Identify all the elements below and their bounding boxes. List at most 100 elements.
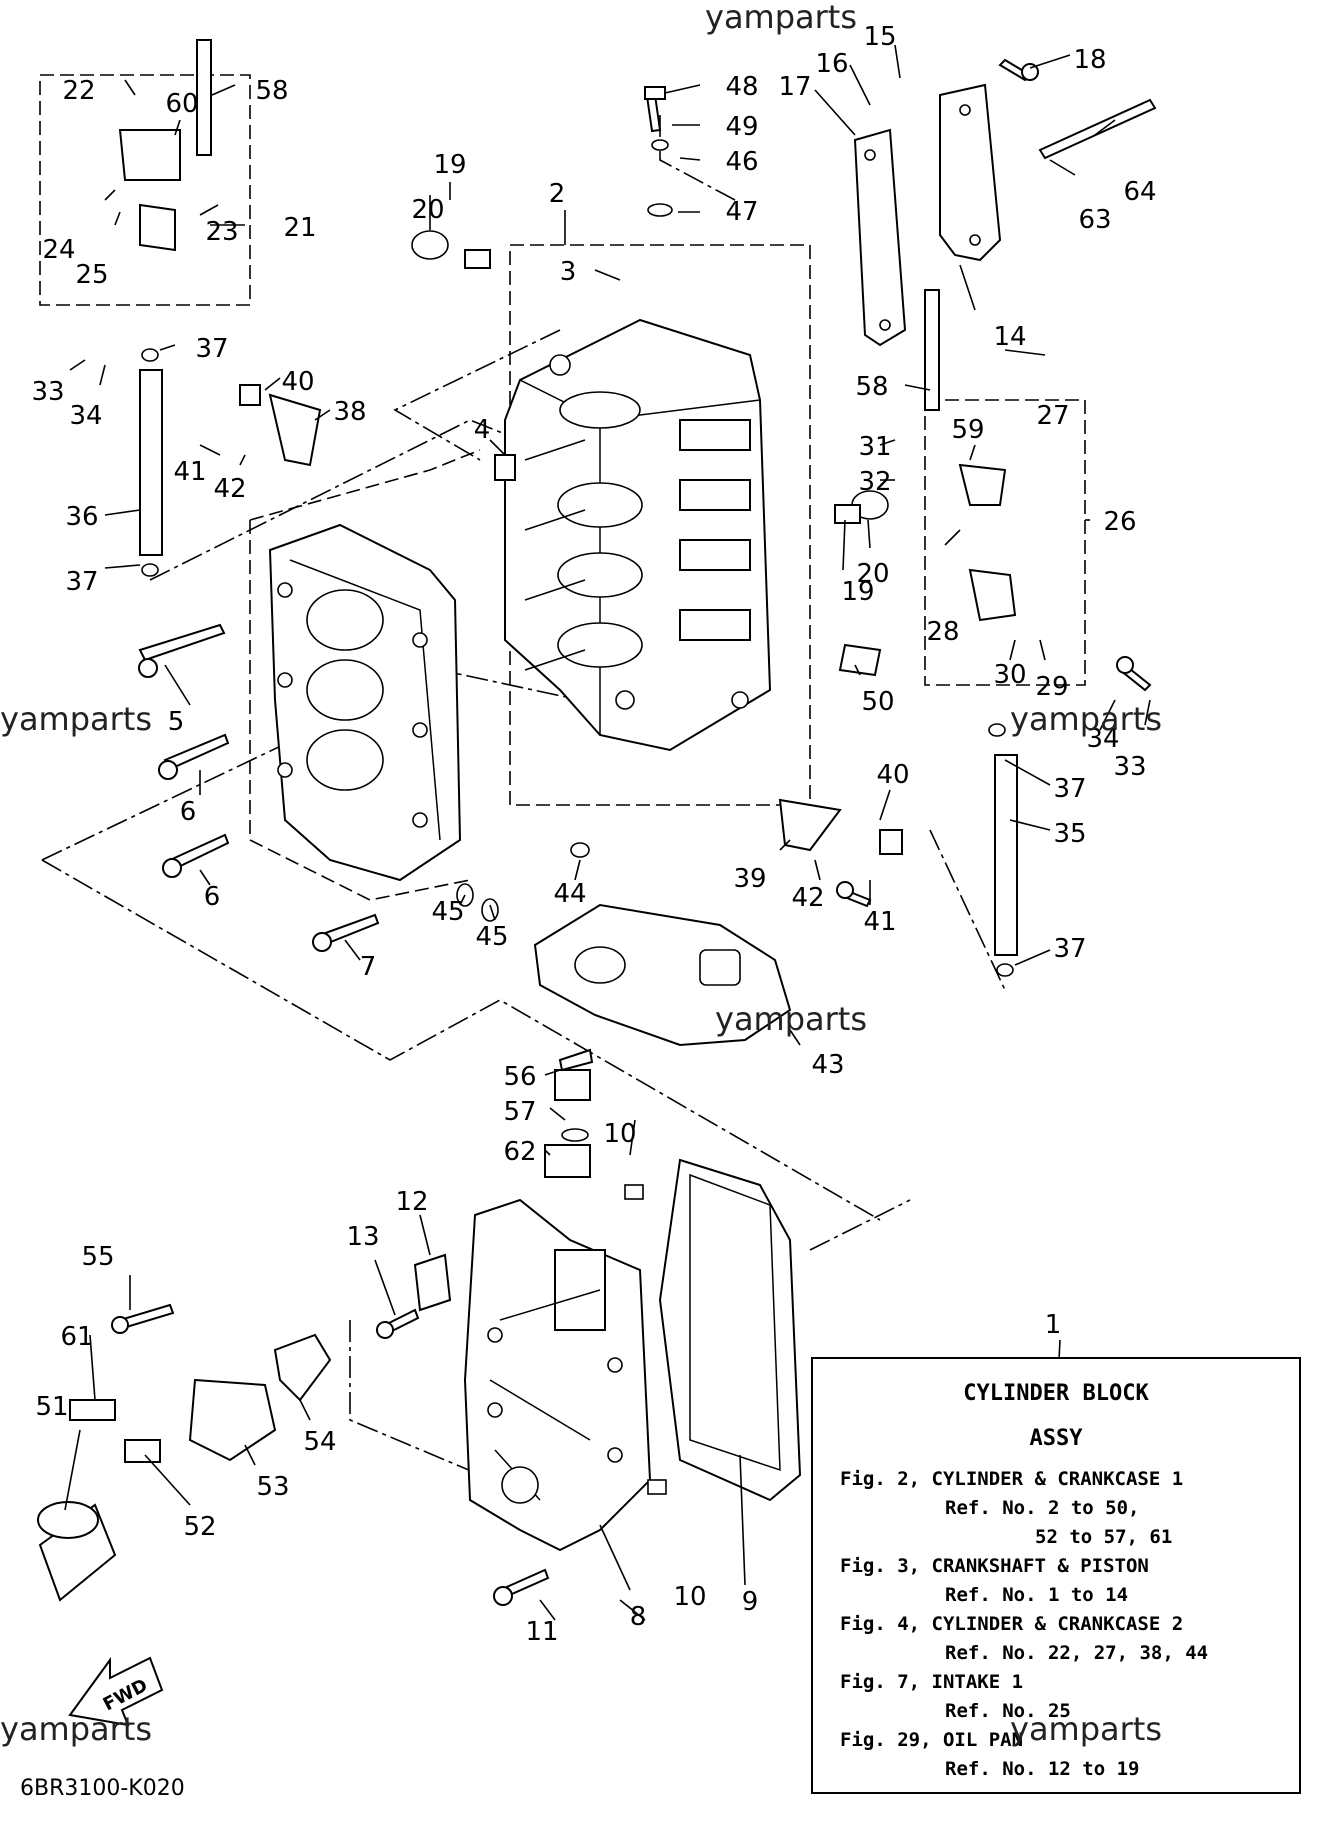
callout-label: 57: [503, 1097, 536, 1127]
callout-label: 56: [503, 1062, 536, 1092]
callout-label: 64: [1123, 177, 1156, 207]
callout-label: 5: [168, 707, 185, 737]
dashed-boxes: [39, 74, 1086, 901]
watermark: yamparts: [715, 1000, 867, 1038]
assy-line: Fig. 7, INTAKE 1: [840, 1671, 1023, 1693]
callout-label: 42: [213, 474, 246, 504]
callout-label: 18: [1073, 45, 1106, 75]
callout-label: 20: [856, 559, 889, 589]
callout-label: 33: [1113, 752, 1146, 782]
callout-label: 41: [173, 457, 206, 487]
callout-label: 10: [603, 1119, 636, 1149]
callout-label: 50: [861, 687, 894, 717]
watermark: yamparts: [1010, 1710, 1162, 1748]
callout-label: 37: [65, 567, 98, 597]
callout-label: 46: [725, 147, 758, 177]
callout-label: 40: [876, 760, 909, 790]
callout-label: 7: [360, 952, 377, 982]
callout-label: 39: [733, 864, 766, 894]
assy-line: Ref. No. 12 to 19: [945, 1758, 1139, 1780]
callout-label: 16: [815, 49, 848, 79]
assy-line: Fig. 29, OIL PAN: [840, 1729, 1023, 1751]
assy-line: Fig. 3, CRANKSHAFT & PISTON: [840, 1555, 1149, 1577]
assy-info-box: CYLINDER BLOCK ASSY Fig. 2, CYLINDER & C…: [811, 1357, 1301, 1794]
cylinder-block: [504, 318, 772, 752]
callout-label: 19: [841, 577, 874, 607]
callout-label: 35: [1053, 819, 1086, 849]
callout-label: 54: [303, 1427, 336, 1457]
callout-label: 11: [525, 1617, 558, 1647]
callout-label: 59: [951, 415, 984, 445]
callout-label: 45: [475, 922, 508, 952]
callout-label: 23: [205, 217, 238, 247]
callout-label: 26: [1103, 507, 1136, 537]
callout-label: 2: [549, 179, 566, 209]
callout-label: 29: [1035, 672, 1068, 702]
callout-label: 33: [31, 377, 64, 407]
callout-label: 15: [863, 22, 896, 52]
assy-subtitle: ASSY: [1030, 1426, 1084, 1451]
figure-code: 6BR3100-K020: [20, 1776, 185, 1801]
callout-numbers: 1 2 3 4 5 6 6 7 8 9 10 10 11 12 13 14 15…: [31, 22, 1156, 1647]
callout-label: 3: [560, 257, 577, 287]
callout-label: 17: [778, 72, 811, 102]
watermark: yamparts: [705, 0, 857, 36]
callout-label: 30: [993, 660, 1026, 690]
watermark: yamparts: [1010, 700, 1162, 738]
callout-label: 28: [926, 617, 959, 647]
callout-label: 34: [69, 401, 102, 431]
callout-label: 58: [255, 76, 288, 106]
callout-label: 61: [60, 1322, 93, 1352]
callout-label: 37: [1053, 774, 1086, 804]
callout-label: 34: [1086, 724, 1119, 754]
callout-label: 41: [863, 907, 896, 937]
callout-label: 38: [333, 397, 366, 427]
callout-label: 40: [281, 367, 314, 397]
callout-label: 4: [474, 415, 491, 445]
callout-label: 13: [346, 1222, 379, 1252]
callout-label: 44: [553, 879, 586, 909]
callout-label: 19: [433, 150, 466, 180]
callout-label: 6: [204, 882, 221, 912]
callout-label: 63: [1078, 205, 1111, 235]
callout-label: 47: [725, 197, 758, 227]
callout-label: 48: [725, 72, 758, 102]
callout-label: 12: [395, 1187, 428, 1217]
callout-label: 55: [81, 1242, 114, 1272]
callout-label: 21: [283, 213, 316, 243]
assy-line: Ref. No. 25: [945, 1700, 1071, 1722]
callout-label: 37: [1053, 934, 1086, 964]
hardware: [69, 39, 1157, 1606]
lower-gasket: [533, 903, 792, 1047]
assy-line: Ref. No. 22, 27, 38, 44: [945, 1642, 1208, 1664]
oil-pan-gasket: [658, 1158, 802, 1502]
callout-label: 43: [811, 1050, 844, 1080]
callout-label: 25: [75, 260, 108, 290]
callout-label: 6: [180, 797, 197, 827]
callout-label: 9: [742, 1587, 759, 1617]
callout-label: 36: [65, 502, 98, 532]
watermark: yamparts: [0, 700, 152, 738]
callout-label: 8: [630, 1602, 647, 1632]
callout-label: 42: [791, 883, 824, 913]
callout-label: 14: [993, 322, 1026, 352]
callout-label: 1: [1045, 1310, 1062, 1340]
callout-label: 52: [183, 1512, 216, 1542]
callout-label: 53: [256, 1472, 289, 1502]
oil-filter: [37, 1501, 117, 1602]
assy-line: Fig. 2, CYLINDER & CRANKCASE 1: [840, 1468, 1183, 1490]
callout-label: 20: [411, 195, 444, 225]
callout-label: 45: [431, 897, 464, 927]
assy-line: Fig. 4, CYLINDER & CRANKCASE 2: [840, 1613, 1183, 1635]
crankcase-half: [268, 523, 462, 882]
callout-label: 27: [1036, 401, 1069, 431]
leader-lines: [64, 44, 1151, 1621]
callout-label: 24: [42, 235, 75, 265]
callout-label: 10: [673, 1582, 706, 1612]
callout-label: 62: [503, 1137, 536, 1167]
cover-plates: [853, 83, 1002, 347]
callout-label: 58: [855, 372, 888, 402]
watermark: yamparts: [0, 1710, 152, 1748]
assy-line: 52 to 57, 61: [1035, 1526, 1172, 1548]
